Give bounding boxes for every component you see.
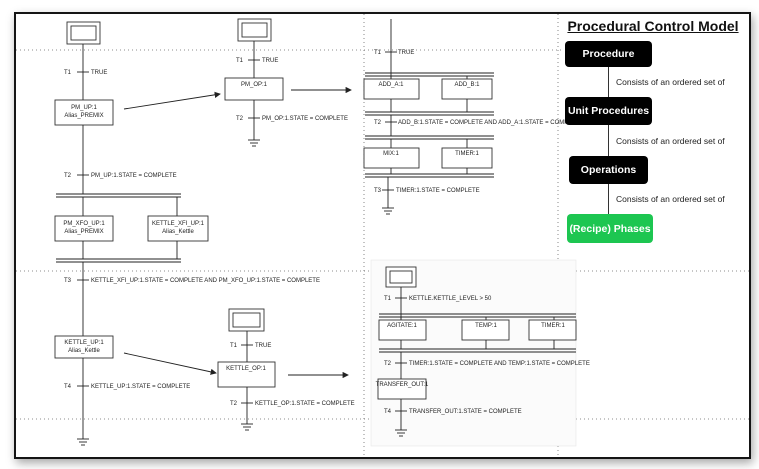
transition-id: T1 [236, 58, 244, 64]
step-name: KETTLE_UP:1 [64, 340, 104, 346]
level-connector [608, 67, 609, 97]
level-connector [608, 125, 609, 156]
step-name: KETTLE_XFI_UP:1 [152, 221, 205, 227]
step-name: ADD_B:1 [454, 82, 480, 88]
end-ground-symbol [395, 429, 407, 437]
transition-id: T1 [384, 296, 392, 302]
step-name: AGITATE:1 [387, 323, 417, 329]
step-transfer-out[interactable] [377, 378, 427, 400]
step-kettle-op[interactable] [217, 361, 276, 388]
transition-condition: PM_OP:1.STATE = COMPLETE [262, 116, 348, 122]
step-pm-up[interactable] [54, 99, 114, 126]
diagram-canvas: T1 TRUE PM_UP:1 Alias_PREMIX T2 PM_UP:1.… [14, 12, 751, 459]
transition-id: T2 [230, 401, 238, 407]
step-pm-xfo-up[interactable] [54, 215, 114, 242]
transition-condition: TRUE [91, 70, 107, 76]
pm-op-chart: T1 TRUE ADD_A:1 ADD_B:1 T2 ADD_B:1.STATE… [363, 19, 583, 215]
transition-id: T2 [236, 116, 244, 122]
step-agitate[interactable] [378, 319, 427, 341]
transition-id: T3 [374, 188, 382, 194]
kettle-op-chart: T1 KETTLE.KETTLE_LEVEL > 50 AGITATE:1 TE… [370, 259, 590, 447]
step-name: PM_XFO_UP:1 [63, 221, 105, 227]
grid-lines [16, 14, 749, 457]
step-temp[interactable] [461, 319, 510, 341]
transition-id: T4 [64, 384, 72, 390]
step-name: ADD_A:1 [378, 82, 404, 88]
transition-condition: KETTLE_OP:1.STATE = COMPLETE [255, 401, 355, 407]
transition-condition: KETTLE.KETTLE_LEVEL > 50 [409, 296, 492, 302]
step-name: MIX:1 [383, 151, 399, 157]
step-kettle-up[interactable] [54, 335, 114, 359]
model-title: Procedural Control Model [567, 18, 739, 34]
step-name: PM_OP:1 [241, 82, 268, 88]
step-name: TIMER:1 [455, 151, 479, 157]
step-kettle-xfi-up[interactable] [147, 215, 209, 242]
level-unit-procedures[interactable]: Unit Procedures [565, 97, 652, 125]
step-alias: Alias_PREMIX [64, 229, 103, 235]
level-operations[interactable]: Operations [569, 156, 648, 184]
end-ground-symbol [77, 438, 89, 446]
relation-label: Consists of an ordered set of [616, 136, 725, 146]
transition-condition: TIMER:1.STATE = COMPLETE [396, 188, 480, 194]
transition-id: T1 [374, 50, 382, 56]
sfc-diagram: T1 TRUE PM_UP:1 Alias_PREMIX T2 PM_UP:1.… [16, 14, 749, 457]
initial-step-inner [241, 22, 268, 38]
transition-condition: TRUE [262, 58, 278, 64]
procedure-chart: T1 TRUE PM_UP:1 Alias_PREMIX T2 PM_UP:1.… [54, 21, 320, 446]
transition-id: T2 [384, 361, 392, 367]
step-name: PM_UP:1 [71, 105, 97, 111]
transition-condition: KETTLE_UP:1.STATE = COMPLETE [91, 384, 190, 390]
transition-condition: TRUE [398, 50, 414, 56]
level-procedure[interactable]: Procedure [565, 41, 652, 67]
step-alias: Alias_Kettle [68, 348, 100, 354]
transition-condition: PM_UP:1.STATE = COMPLETE [91, 173, 177, 179]
transition-id: T1 [64, 70, 72, 76]
relation-label: Consists of an ordered set of [616, 194, 725, 204]
transition-condition: ADD_B:1.STATE = COMPLETE AND ADD_A:1.STA… [398, 120, 583, 126]
pm-unit-chart: T1 TRUE PM_OP:1 T2 PM_OP:1.STATE = COMPL… [224, 18, 348, 147]
relation-label: Consists of an ordered set of [616, 77, 725, 87]
end-ground-symbol [241, 423, 253, 431]
transition-id: T2 [374, 120, 382, 126]
transition-id: T2 [64, 173, 72, 179]
op-chart-panel [370, 259, 577, 447]
link-arrow [123, 352, 217, 375]
end-ground-symbol [382, 207, 394, 215]
transition-id: T1 [230, 343, 238, 349]
initial-step-inner [389, 270, 413, 284]
step-mix[interactable] [363, 147, 420, 169]
kettle-unit-chart: T1 TRUE KETTLE_OP:1 T2 KETTLE_OP:1.STATE… [217, 308, 355, 431]
initial-step-inner [70, 25, 97, 41]
step-name: TIMER:1 [541, 323, 565, 329]
link-arrow [123, 91, 221, 110]
step-alias: Alias_PREMIX [64, 113, 103, 119]
level-connector [608, 184, 609, 214]
transition-id: T3 [64, 278, 72, 284]
level-recipe-phases[interactable]: (Recipe) Phases [567, 214, 653, 243]
step-name: TEMP:1 [475, 323, 497, 329]
transition-condition: TRUE [255, 343, 271, 349]
step-name: TRANSFER_OUT:1 [376, 382, 429, 388]
transition-condition: TRANSFER_OUT:1.STATE = COMPLETE [409, 409, 522, 415]
transition-condition: KETTLE_XFI_UP:1.STATE = COMPLETE AND PM_… [91, 278, 320, 284]
step-alias: Alias_Kettle [162, 229, 194, 235]
initial-step-inner [232, 312, 261, 328]
step-name: KETTLE_OP:1 [226, 366, 266, 372]
transition-condition: TIMER:1.STATE = COMPLETE AND TEMP:1.STAT… [409, 361, 590, 367]
end-ground-symbol [248, 139, 260, 147]
transition-id: T4 [384, 409, 392, 415]
step-add-a[interactable] [363, 78, 420, 100]
step-timer[interactable] [528, 319, 577, 341]
